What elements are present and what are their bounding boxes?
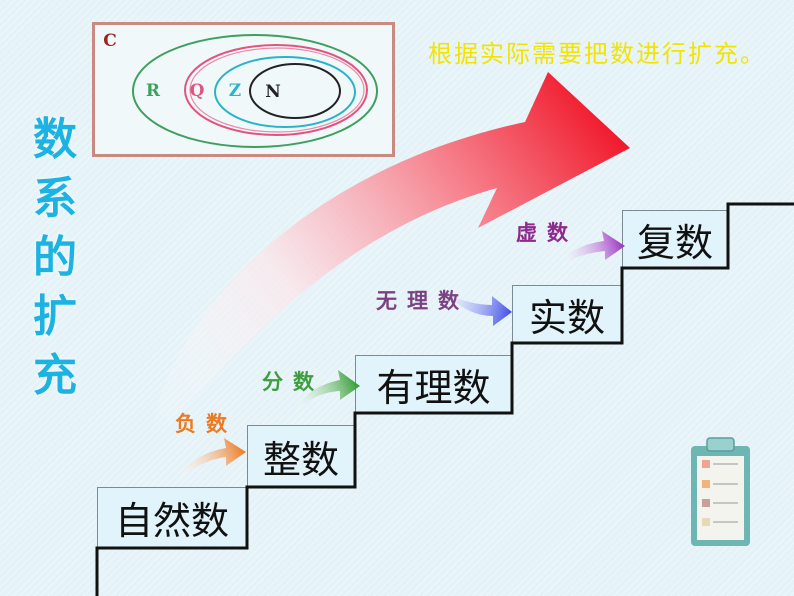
step-natural-numbers: 自然数: [97, 487, 247, 548]
clipboard-item-line: [713, 502, 738, 504]
extension-note: 根据实际需要把数进行扩充。: [428, 40, 766, 68]
clipboard-paper: [697, 456, 744, 540]
staircase-outline: [95, 202, 794, 596]
page-title: 数系的扩充: [33, 114, 77, 401]
step-integers: 整数: [247, 425, 355, 487]
number-set-venn-frame: [92, 22, 395, 157]
clipboard-item-marker: [702, 499, 710, 507]
set-r-ellipse: [132, 34, 378, 148]
set-c-label: C: [103, 31, 117, 51]
set-n-ellipse: [249, 63, 341, 119]
step-complex-numbers: 复数: [622, 210, 728, 268]
extension-label-imaginary: 虚数: [516, 221, 578, 245]
clipboard-item-line: [713, 463, 738, 465]
set-q-ellipse-inner: [189, 47, 365, 133]
step-rational-numbers: 有理数: [355, 355, 512, 413]
clipboard-clip: [706, 437, 735, 452]
clipboard-icon[interactable]: [691, 437, 750, 546]
set-r-label: R: [146, 81, 161, 101]
clipboard-item-marker: [702, 480, 710, 488]
extend-arrow-imaginary-icon: [562, 231, 625, 266]
clipboard-item-line: [713, 483, 738, 485]
clipboard-item-line: [713, 521, 738, 523]
extend-arrow-irrational-icon: [450, 296, 512, 326]
extension-label-negative: 负数: [175, 412, 237, 436]
clipboard-item-marker: [702, 460, 710, 468]
extension-label-irrational: 无理数: [376, 289, 469, 313]
extend-arrow-negative-icon: [180, 438, 246, 480]
clipboard-item-marker: [702, 518, 710, 526]
set-z-ellipse: [214, 56, 356, 128]
set-z-label: Z: [229, 81, 241, 101]
set-n-label: N: [265, 82, 281, 102]
curved-arrow-icon: [150, 72, 630, 446]
step-real-numbers: 实数: [512, 285, 622, 343]
set-q-ellipse: [184, 44, 368, 136]
venn-diagram: C R Q Z N: [103, 31, 378, 148]
extend-arrow-fraction-icon: [296, 370, 360, 412]
extension-label-fraction: 分数: [262, 370, 324, 394]
set-q-label: Q: [190, 81, 205, 101]
